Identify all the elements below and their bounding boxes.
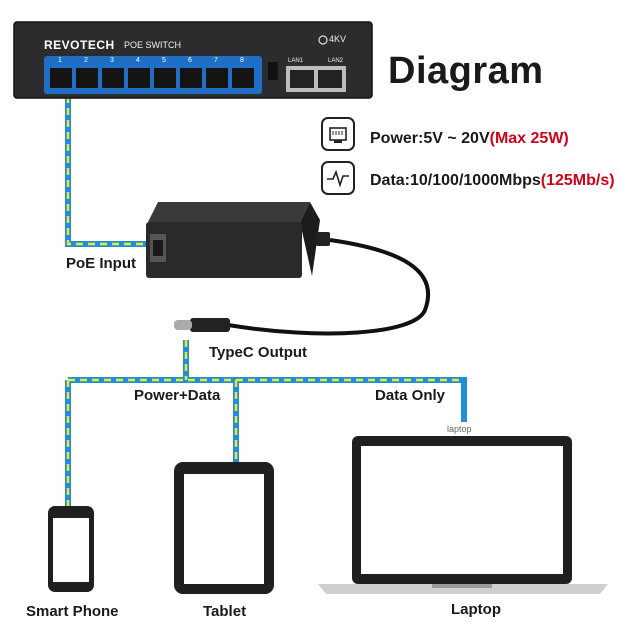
port-number-label: 2: [84, 57, 88, 64]
port-number-label: 8: [240, 57, 244, 64]
switch-surge: 4KV: [329, 34, 347, 44]
typec-output-label: TypeC Output: [209, 344, 308, 361]
switch-port: [128, 68, 150, 88]
data-only-label: Data Only: [375, 387, 446, 404]
port-number-label: 4: [136, 57, 140, 64]
port-number-label: 3: [110, 57, 114, 64]
port-number-label: 7: [214, 57, 218, 64]
poe-input-label: PoE Input: [66, 255, 136, 272]
switch-lan2: LAN2: [328, 58, 344, 64]
switch-port: [232, 68, 254, 88]
switch-port: [50, 68, 72, 88]
spec-power-label: Power:5V ~ 20V: [370, 130, 490, 147]
cable-switch-to-adapter: [65, 84, 150, 247]
switch-port: [102, 68, 124, 88]
tablet-label: Tablet: [203, 603, 247, 620]
switch-brand: REVOTECH: [44, 38, 115, 52]
spec-power-max: (Max 25W): [489, 130, 569, 147]
switch-port: [180, 68, 202, 88]
switch-lan1: LAN1: [288, 58, 304, 64]
spec-data-rate: (125Mb/s): [540, 172, 615, 189]
port-number-label: 6: [188, 57, 192, 64]
poe-adapter: [146, 202, 431, 336]
spec-data-label: Data:10/100/1000Mbps: [370, 172, 541, 189]
typec-plug: [190, 318, 230, 332]
switch-port: [206, 68, 228, 88]
spec-power: Power:5V ~ 20V(Max 25W): [370, 130, 569, 148]
cable-distribution: [65, 340, 467, 506]
switch-ports: [50, 68, 254, 88]
smart-phone-label: Smart Phone: [26, 603, 119, 620]
port-number-label: 5: [162, 57, 166, 64]
smart-phone: [48, 506, 94, 592]
switch-port: [154, 68, 176, 88]
spec-data: Data:10/100/1000Mbps(125Mb/s): [370, 172, 615, 190]
page-title: Diagram: [388, 50, 544, 92]
tablet: [174, 462, 274, 594]
laptop-label: Laptop: [451, 601, 501, 618]
surge-icon: [318, 35, 328, 45]
power-data-label: Power+Data: [134, 387, 221, 404]
switch-port: [76, 68, 98, 88]
poe-switch: [13, 21, 373, 99]
laptop-brand-text: laptop: [447, 424, 472, 434]
laptop: [318, 436, 608, 594]
ethernet-port-icon: [321, 117, 355, 151]
port-number-label: 1: [58, 57, 62, 64]
switch-model: POE SWITCH: [124, 40, 182, 50]
waveform-icon: [321, 161, 355, 195]
